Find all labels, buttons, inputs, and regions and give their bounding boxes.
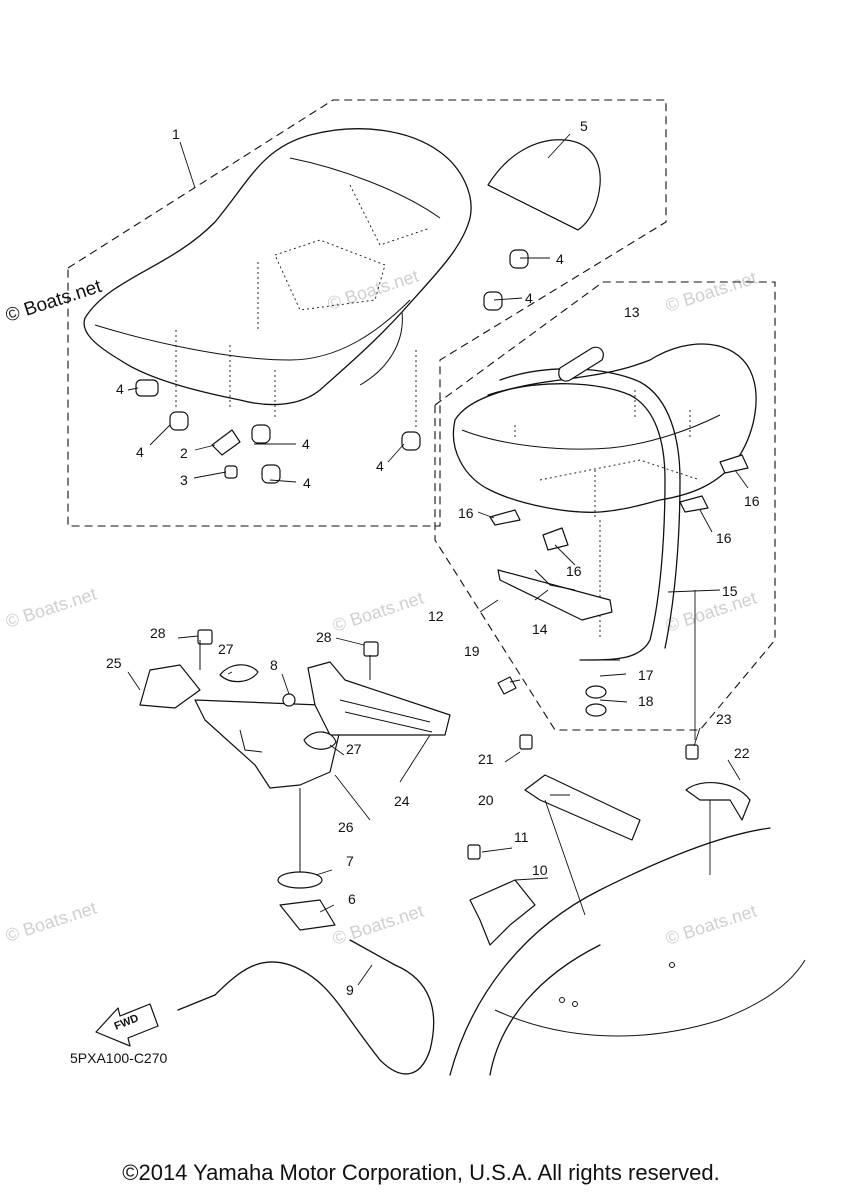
callout-28: 28 <box>316 629 332 645</box>
callout-4: 4 <box>116 381 124 397</box>
watermark-text: © Boats.net <box>663 901 759 949</box>
callout-26: 26 <box>338 819 354 835</box>
rear-seat-boundary <box>434 281 776 731</box>
front-seat-boundary <box>67 99 667 527</box>
watermark-text: © Boats.net <box>3 898 99 946</box>
callout-27: 27 <box>346 741 362 757</box>
diagram-code: 5PXA100-C270 <box>70 1050 168 1066</box>
frame-outline <box>449 827 806 1076</box>
callout-4: 4 <box>303 475 311 491</box>
callout-25: 25 <box>106 655 122 671</box>
seat-lock-assembly <box>139 629 451 1075</box>
front-seat <box>83 128 472 430</box>
callout-15: 15 <box>722 583 738 599</box>
callout-13: 13 <box>624 304 640 320</box>
callout-24: 24 <box>394 793 410 809</box>
callout-17: 17 <box>638 667 654 683</box>
watermarks: © Boats.net © Boats.net © Boats.net © Bo… <box>3 266 759 949</box>
fittings <box>135 249 749 717</box>
watermark-text: © Boats.net <box>3 584 99 632</box>
callout-16: 16 <box>716 530 732 546</box>
callout-12: 12 <box>428 608 444 624</box>
watermark-text: © Boats.net <box>663 268 759 316</box>
copyright-notice: ©2014 Yamaha Motor Corporation, U.S.A. A… <box>122 1160 720 1185</box>
callout-5: 5 <box>580 118 588 134</box>
seat-stays <box>467 734 751 946</box>
watermark-text: © Boats.net <box>663 588 759 636</box>
callout-19: 19 <box>464 643 480 659</box>
callout-4: 4 <box>376 458 384 474</box>
callout-28: 28 <box>150 625 166 641</box>
callout-16: 16 <box>744 493 760 509</box>
callout-4: 4 <box>136 444 144 460</box>
callout-18: 18 <box>638 693 654 709</box>
callout-3: 3 <box>180 472 188 488</box>
callout-2: 2 <box>180 445 188 461</box>
watermark-text: © Boats.net <box>330 588 426 636</box>
callouts: 1 2 3 4 4 4 4 4 4 4 5 6 7 8 9 10 11 12 1… <box>106 118 760 998</box>
callout-4: 4 <box>556 251 564 267</box>
callout-16: 16 <box>566 563 582 579</box>
callout-22: 22 <box>734 745 750 761</box>
callout-10: 10 <box>532 862 548 878</box>
callout-11: 11 <box>514 829 529 845</box>
callout-6: 6 <box>348 891 356 907</box>
watermark-main: © Boats.net <box>3 276 105 327</box>
leader-lines <box>127 133 749 986</box>
callout-8: 8 <box>270 657 278 673</box>
callout-21: 21 <box>478 751 494 767</box>
callout-4: 4 <box>302 436 310 452</box>
callout-7: 7 <box>346 853 354 869</box>
seat-pad <box>487 139 601 231</box>
watermark-text: © Boats.net <box>330 901 426 949</box>
callout-14: 14 <box>532 621 548 637</box>
forward-arrow: FWD <box>95 1003 159 1047</box>
callout-4: 4 <box>525 290 533 306</box>
callout-16: 16 <box>458 505 474 521</box>
callout-20: 20 <box>478 792 494 808</box>
callout-1: 1 <box>172 126 180 142</box>
callout-27: 27 <box>218 641 234 657</box>
callout-9: 9 <box>346 982 354 998</box>
callout-23: 23 <box>716 711 732 727</box>
rear-seat <box>452 343 757 661</box>
